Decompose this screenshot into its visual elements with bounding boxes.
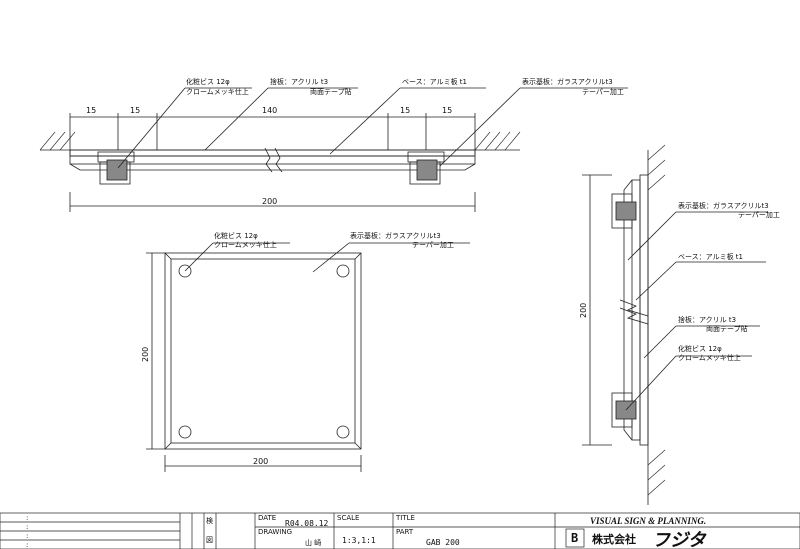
rev-mark-2: : (26, 523, 28, 531)
label-back-side-2: 両面テープ貼 (706, 324, 748, 333)
label-screw-top-1: 化粧ビス 12φ (186, 77, 230, 86)
drawing-value: 山 崎 (305, 538, 321, 547)
label-display-side-1: 表示基板：ガラスアクリルt3 (678, 201, 769, 210)
dim-200-top: 200 (262, 197, 277, 206)
label-screw-front-2: クロームメッキ仕上 (214, 240, 277, 249)
stamp-drawing: 図 (206, 536, 213, 544)
dim-200-side: 200 (579, 303, 588, 318)
date-label: DATE (258, 514, 276, 522)
label-back-side-1: 捨板：アクリル t3 (678, 315, 736, 324)
label-screw-side-2: クロームメッキ仕上 (678, 353, 741, 362)
sign-inner (170, 258, 356, 444)
title-label: TITLE (395, 514, 415, 522)
screw-bottom-left (178, 425, 192, 439)
rev-mark-1: : (26, 514, 28, 522)
dim-15-b: 15 (130, 106, 140, 115)
label-display-side-2: テーパー加工 (738, 210, 780, 219)
date-value: R04.08.12 (285, 519, 329, 528)
label-screw-front-1: 化粧ビス 12φ (214, 231, 258, 240)
label-back-top-2: 両面テープ貼 (310, 87, 352, 96)
label-screw-top-2: クロームメッキ仕上 (186, 87, 249, 96)
side-view-text: 200 表示基板：ガラスアクリルt3 テーパー加工 ベース：アルミ板 t1 捨板… (579, 201, 780, 362)
title-block (0, 512, 800, 549)
company-prefix: 株式会社 (592, 532, 636, 546)
label-display-top-2: テーパー加工 (582, 87, 624, 96)
screw-top-right (336, 264, 350, 278)
label-display-top-1: 表示基板：ガラスアクリルt3 (522, 77, 613, 86)
stamp-check: 検 (206, 516, 213, 525)
part-label: PART (396, 528, 414, 536)
dim-140: 140 (262, 106, 277, 115)
scale-label: SCALE (337, 514, 359, 522)
sign-outer (164, 252, 362, 450)
screw-bottom-right (336, 425, 350, 439)
screw-top-left (178, 264, 192, 278)
label-base-top: ベース：アルミ板 t1 (402, 77, 467, 86)
logo-mark-box (565, 528, 585, 548)
brand-name: VISUAL SIGN & PLANNING. (590, 516, 706, 526)
drawing-label: DRAWING (258, 528, 292, 536)
top-view-labels: 化粧ビス 12φ クロームメッキ仕上 捨板：アクリル t3 両面テープ貼 ベース… (186, 77, 624, 96)
dim-15-a: 15 (86, 106, 96, 115)
label-screw-side-1: 化粧ビス 12φ (678, 344, 722, 353)
label-display-front-1: 表示基板：ガラスアクリルt3 (350, 231, 441, 240)
dim-200-height: 200 (141, 347, 150, 362)
front-view (146, 242, 470, 472)
dim-15-d: 15 (442, 106, 452, 115)
label-display-front-2: テーパー加工 (412, 240, 454, 249)
rev-mark-4: : (26, 541, 28, 549)
label-base-side: ベース：アルミ板 t1 (678, 252, 743, 261)
label-back-top-1: 捨板：アクリル t3 (270, 77, 328, 86)
rev-mark-3: : (26, 532, 28, 540)
title-block-text: : : : : 検 図 DATE R04.08.12 DRAWING 山 崎 S… (26, 514, 708, 549)
scale-value: 1:3,1:1 (342, 536, 376, 545)
top-view-dims: 15 15 140 15 15 200 (86, 106, 452, 206)
logo-mark: B (571, 531, 578, 545)
part-value: GAB 200 (426, 538, 460, 547)
wall-hatch (39, 131, 521, 151)
dim-15-c: 15 (400, 106, 410, 115)
side-view (582, 144, 768, 505)
dim-200-width: 200 (253, 457, 268, 466)
front-view-text: 200 200 化粧ビス 12φ クロームメッキ仕上 表示基板：ガラスアクリルt… (141, 231, 454, 466)
top-view (39, 87, 628, 212)
company-logo: フジタ (652, 530, 708, 549)
